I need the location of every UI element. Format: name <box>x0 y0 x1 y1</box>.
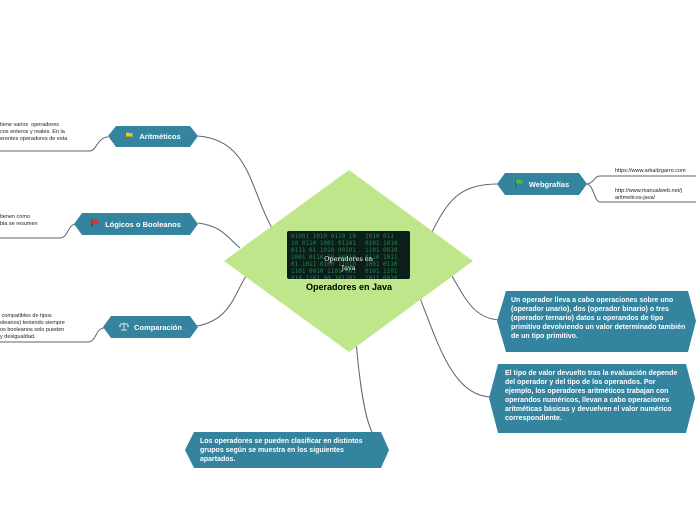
link-box3 <box>355 339 373 433</box>
link-box2 <box>419 297 495 398</box>
note-aritmeticos: tiene varios operadores cos enteros y re… <box>0 122 68 142</box>
topic-comparacion[interactable]: Comparación <box>103 316 198 338</box>
topic-webgrafias-label: Webgrafías <box>528 179 570 189</box>
topic-comparacion-label: Comparación <box>134 322 182 332</box>
box2-shape <box>489 364 695 433</box>
webgrafia-link-1[interactable]: https://www.arkaitzgarro.com <box>615 168 686 174</box>
webgrafias-shape <box>497 173 587 195</box>
note-line-aritmeticos <box>0 136 109 152</box>
link-logicos <box>197 222 241 249</box>
topic-webgrafias[interactable]: Webgrafías <box>497 173 587 195</box>
central-image: 01001 1010 0110 10 10 0110 1001 01101 01… <box>287 231 410 279</box>
logicos-shape <box>74 213 198 235</box>
flag-red-icon <box>91 219 100 229</box>
link-webgrafias <box>431 183 499 233</box>
aritmeticos-shape <box>108 126 198 147</box>
link-comparacion <box>196 275 247 327</box>
link-aritmeticos <box>197 135 273 229</box>
comparacion-shape <box>103 316 198 338</box>
central-title[interactable]: Operadores en Java <box>305 282 393 292</box>
topic-logicos-label: Lógicos o Booleanos <box>105 219 181 229</box>
note-line-web1 <box>585 175 696 185</box>
note-comparacion: compatibles de tipos oleanos) teniendo s… <box>0 313 65 340</box>
central-image-title-line1: Operadores en <box>324 255 373 263</box>
scales-icon <box>119 322 130 333</box>
topic-aritmeticos[interactable]: Aritméticos <box>108 126 198 147</box>
note-line-web2 <box>585 183 696 203</box>
flag-yellow-icon <box>125 131 134 142</box>
note-line-comparacion <box>0 327 105 343</box>
central-image-title-line2: Java <box>341 264 356 272</box>
box-clasificacion[interactable]: Los operadores se pueden clasificar en d… <box>200 438 363 463</box>
topic-aritmeticos-label: Aritméticos <box>139 132 181 141</box>
link-box1 <box>451 275 503 321</box>
central-image-title: Operadores en Java <box>287 255 410 273</box>
box-tipo-valor-devuelto[interactable]: El tipo de valor devuelto tras la evalua… <box>505 370 678 422</box>
webgrafia-link-2[interactable]: http://www.manualweb.net/j aritmeticos-j… <box>615 188 682 201</box>
box1-shape <box>497 291 696 352</box>
note-logicos: tienen como bla se resumen <box>0 214 38 227</box>
flag-green-icon <box>515 179 524 189</box>
note-line-logicos <box>0 223 77 239</box>
box3-shape <box>185 432 389 468</box>
box-operador-definicion[interactable]: Un operador lleva a cabo operaciones sob… <box>511 297 686 340</box>
topic-logicos[interactable]: Lógicos o Booleanos <box>74 213 198 235</box>
